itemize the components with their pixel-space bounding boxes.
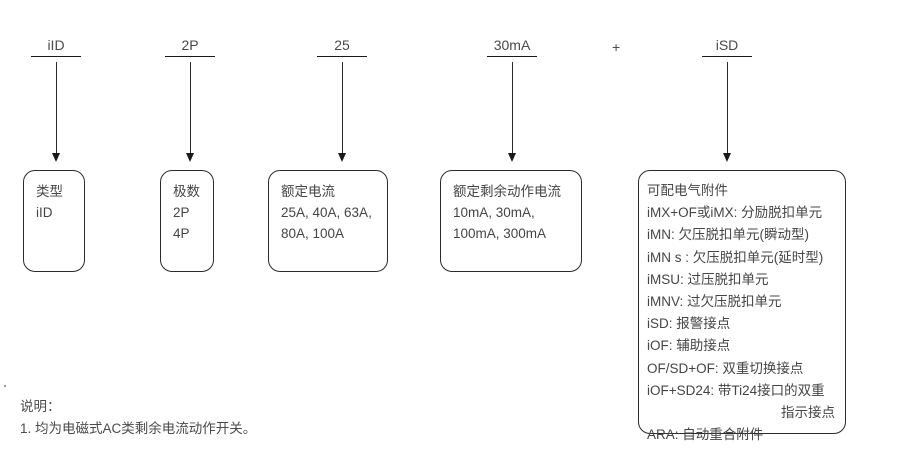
box-poles: 极数 2P 4P <box>160 170 214 272</box>
arrow-to-type-box <box>52 62 61 162</box>
box-residual-current-line-0: 额定剩余动作电流 <box>453 184 561 199</box>
accessory-line-iof-sd24: iOF+SD24: 带Ti24接口的双重 <box>647 382 825 398</box>
code-column-poles: 2P <box>165 36 215 57</box>
box-electrical-accessories: 可配电气附件 iMX+OF或iMX: 分励脱扣单元 iMN: 欠压脱扣单元(瞬动… <box>638 170 846 442</box>
code-label-poles: 2P <box>181 37 199 53</box>
code-label-type: iID <box>47 37 65 53</box>
accessory-line-of-sd-of: OF/SD+OF: 双重切换接点 <box>647 360 804 376</box>
box-rated-current-line-1: 25A, 40A, 63A, <box>281 205 372 220</box>
box-residual-current: 额定剩余动作电流 10mA, 30mA, 100mA, 300mA <box>440 170 582 272</box>
accessory-line-isd: iSD: 报警接点 <box>647 316 731 332</box>
accessory-line-iof: iOF: 辅助接点 <box>647 338 731 354</box>
arrow-to-residual-current-box <box>508 62 517 162</box>
code-label-accessory: iSD <box>715 37 739 53</box>
box-type-line-0: 类型 <box>36 184 63 199</box>
notes-block: 说明： 1. 均为电磁式AC类剩余电流动作开关。 <box>20 396 256 440</box>
box-poles-line-0: 极数 <box>173 184 200 199</box>
code-column-rated-current: 25 <box>317 36 367 57</box>
box-rated-current-line-0: 额定电流 <box>281 184 335 199</box>
accessory-line-imnv: iMNV: 过欠压脱扣单元 <box>647 294 782 310</box>
arrow-to-rated-current-box <box>338 62 347 162</box>
box-rated-current: 额定电流 25A, 40A, 63A, 80A, 100A <box>268 170 388 272</box>
code-column-accessory: iSD <box>702 36 752 57</box>
accessory-line-imn: iMN: 欠压脱扣单元(瞬动型) <box>647 227 809 243</box>
notes-item-1: 1. 均为电磁式AC类剩余电流动作开关。 <box>20 421 257 436</box>
accessory-line-heading: 可配电气附件 <box>647 183 728 198</box>
box-poles-line-2: 4P <box>173 226 190 241</box>
accessory-line-ara: ARA: 自动重合附件 <box>647 427 764 443</box>
code-rule-accessory <box>702 56 752 57</box>
accessory-line-iof-sd24-cont: 指示接点 <box>781 405 835 421</box>
accessory-line-imsu: iMSU: 过压脱扣单元 <box>647 271 769 287</box>
box-rated-current-line-2: 80A, 100A <box>281 226 345 241</box>
code-column-type: iID <box>31 36 81 57</box>
box-poles-line-1: 2P <box>173 205 190 220</box>
code-rule-residual-current <box>487 56 537 57</box>
notes-heading: 说明： <box>20 399 61 414</box>
box-type-line-1: iID <box>36 205 53 220</box>
accessory-line-imx: iMX+OF或iMX: 分励脱扣单元 <box>647 205 823 221</box>
box-type: 类型 iID <box>23 170 85 272</box>
accessory-line-imn-s: iMN s : 欠压脱扣单元(延时型) <box>647 249 824 265</box>
box-residual-current-line-1: 10mA, 30mA, <box>453 205 535 220</box>
arrow-to-poles-box <box>186 62 195 162</box>
plus-symbol: + <box>612 39 621 55</box>
code-rule-poles <box>165 56 215 57</box>
code-label-rated-current: 25 <box>334 37 350 53</box>
arrow-to-accessories-box <box>723 62 732 162</box>
stray-mark <box>4 385 6 387</box>
code-label-residual-current: 30mA <box>493 37 531 53</box>
code-rule-type <box>31 56 81 57</box>
code-column-residual-current: 30mA <box>487 36 537 57</box>
box-residual-current-line-2: 100mA, 300mA <box>453 226 547 241</box>
code-rule-rated-current <box>317 56 367 57</box>
